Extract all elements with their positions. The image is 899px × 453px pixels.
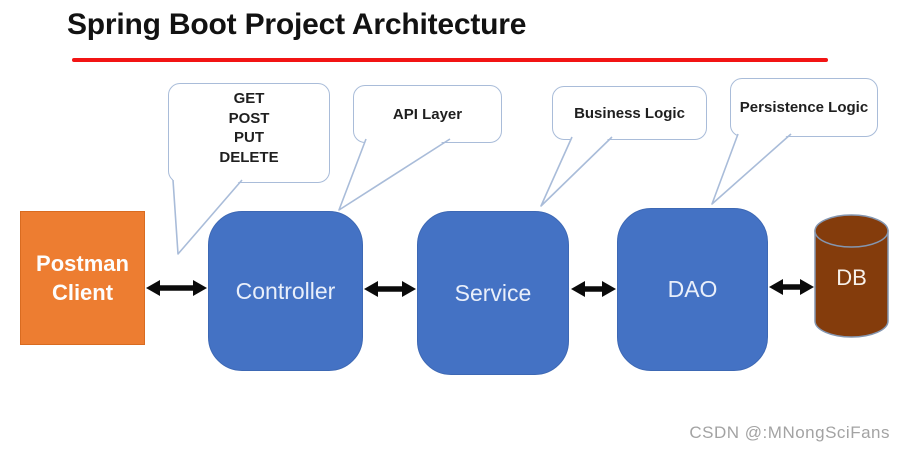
db-label: DB: [836, 265, 867, 290]
http-method-delete: DELETE: [219, 148, 279, 166]
arrow-controller-service: [364, 281, 416, 297]
postman-label-line2: Client: [51, 280, 114, 305]
callout-persistence-logic-label: Persistence Logic: [739, 99, 869, 116]
controller-label: Controller: [235, 277, 336, 304]
callout-persistence-logic: Persistence Logic: [730, 78, 878, 137]
title-underline: [72, 58, 828, 62]
dao-label: DAO: [667, 276, 718, 302]
watermark: CSDN @:MNongSciFans: [689, 423, 890, 442]
http-method-get: GET: [233, 90, 265, 107]
node-controller: Controller: [208, 211, 363, 371]
callout-api-layer-label: API Layer: [392, 105, 463, 123]
http-method-post: POST: [228, 109, 270, 127]
callout-tail-business-logic: [540, 135, 613, 207]
node-service: Service: [417, 211, 569, 375]
arrow-postman-controller: [146, 280, 207, 296]
postman-label-line1: Postman: [36, 251, 129, 276]
callout-api-layer: API Layer: [353, 85, 502, 143]
http-method-put: PUT: [234, 129, 264, 146]
callout-http-methods: GET POST PUT DELETE: [168, 83, 330, 183]
page-title: Spring Boot Project Architecture: [67, 8, 527, 41]
callout-tail-persistence-logic: [711, 132, 792, 205]
node-postman-client: Postman Client: [20, 211, 145, 345]
service-label: Service: [454, 279, 532, 306]
node-dao: DAO: [617, 208, 768, 371]
arrow-dao-db: [769, 279, 814, 295]
callout-business-logic: Business Logic: [552, 86, 707, 140]
callout-tail-api-layer: [338, 137, 451, 211]
callout-business-logic-label: Business Logic: [574, 104, 685, 122]
arrow-service-dao: [571, 281, 616, 297]
